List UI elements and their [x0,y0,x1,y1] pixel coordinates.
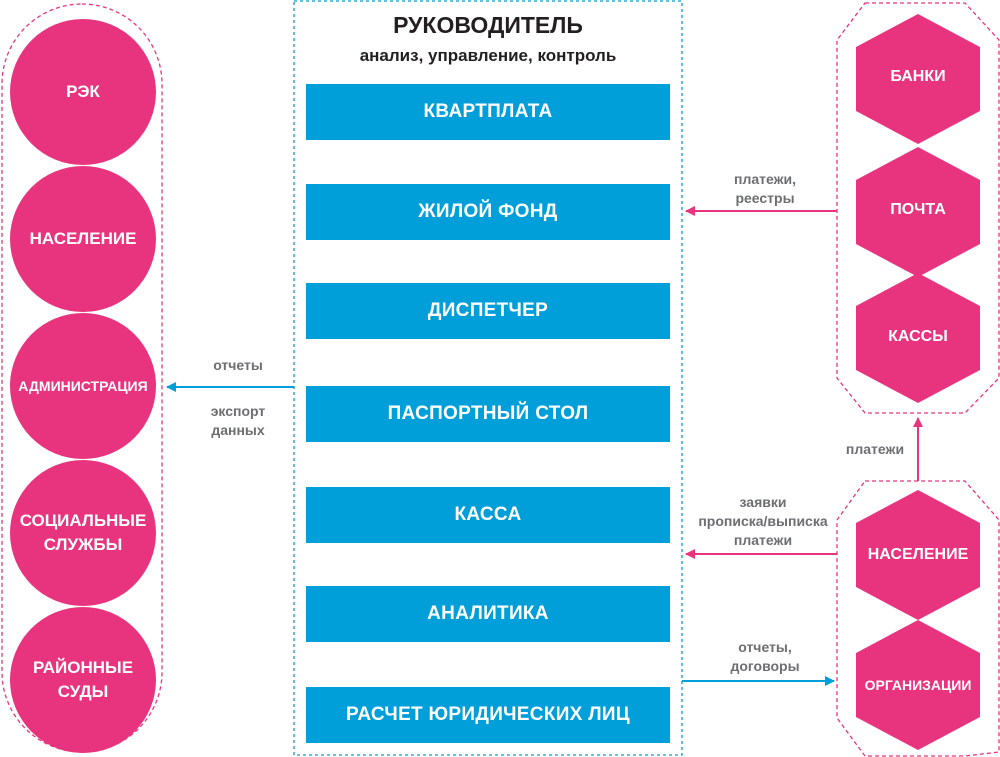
circle-population: НАСЕЛЕНИЕ [10,166,156,312]
hexagon-banks [856,14,980,144]
left-group-outline [1,3,163,753]
module-legal-entities: РАСЧЕТ ЮРИДИЧЕСКИХ ЛИЦ [306,687,670,743]
module-dispatcher: ДИСПЕТЧЕР [306,283,670,339]
hexagon-label-banks: БАНКИ [890,68,946,85]
module-cash-desk: КАССА [306,487,670,543]
circle-administration: АДМИНИСТРАЦИЯ [10,313,156,459]
label-reports-contracts: отчеты, договоры [730,639,800,674]
label-reports: отчеты [213,357,263,373]
label-payments-registers: платежи, реестры [733,171,796,206]
hexagon-label-cashdesks: КАССЫ [888,328,948,345]
center-group-outline [293,0,683,756]
module-kvartplata: КВАРТПЛАТА [306,84,670,140]
circle-district-courts: РАЙОННЫЕ СУДЫ [10,607,156,753]
hexagon-label-population: НАСЕЛЕНИЕ [867,546,969,563]
label-payments: платежи [845,441,905,457]
label-export-data: экспорт данных [210,403,266,438]
label-requests: заявки прописка/выписка платежи [698,494,828,548]
circle-rek: РЭК [10,19,156,165]
module-housing-stock: ЖИЛОЙ ФОНД [306,184,670,240]
header-title: РУКОВОДИТЕЛЬ [393,12,583,38]
module-analytics: АНАЛИТИКА [306,586,670,642]
hexagon-cashdesks [856,273,980,403]
header-subtitle: анализ, управление, контроль [359,46,617,65]
hexagon-label-post: ПОЧТА [890,201,946,218]
hexagon-population [856,490,980,620]
circle-social-services: СОЦИАЛЬНЫЕ СЛУЖБЫ [10,460,156,606]
hexagon-post [856,147,980,277]
module-passport-office: ПАСПОРТНЫЙ СТОЛ [306,386,670,442]
hexagon-label-organizations: ОРГАНИЗАЦИИ [864,677,972,693]
hexagon-organizations [856,620,980,750]
